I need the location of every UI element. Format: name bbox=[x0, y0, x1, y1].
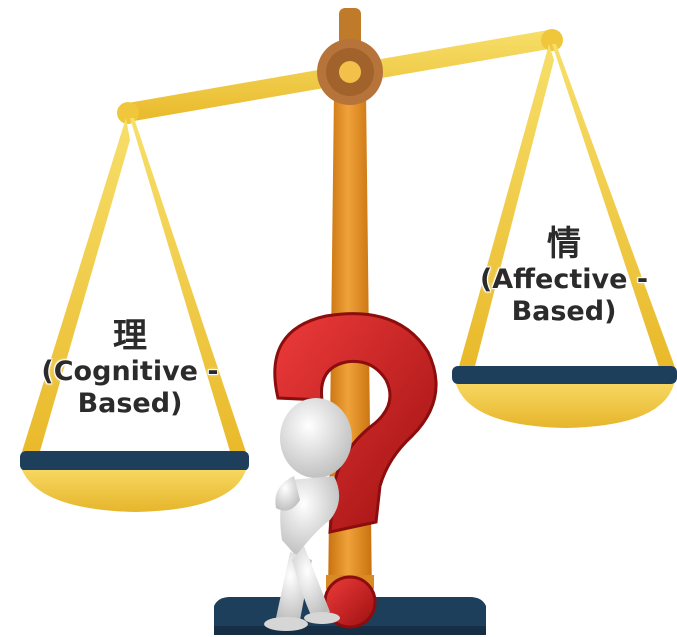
right-pan bbox=[452, 366, 677, 428]
right-pan-label-line2: Based) bbox=[511, 296, 617, 327]
left-pan-label-line1: (Cognitive - bbox=[41, 356, 219, 387]
left-pan-label: 理 (Cognitive - Based) bbox=[18, 316, 242, 420]
left-pan-character: 理 bbox=[113, 316, 147, 356]
right-pan-label: 情 (Affective - Based) bbox=[454, 224, 674, 328]
right-pan-character: 情 bbox=[547, 224, 581, 264]
right-pan-strings bbox=[458, 44, 676, 370]
pivot-knob bbox=[317, 39, 383, 105]
right-pan-label-line1: (Affective - bbox=[479, 264, 649, 295]
left-pan bbox=[20, 451, 249, 512]
thinking-person-figure bbox=[264, 398, 352, 631]
left-pan-label-line2: Based) bbox=[77, 388, 183, 419]
left-pan-strings bbox=[20, 118, 248, 458]
